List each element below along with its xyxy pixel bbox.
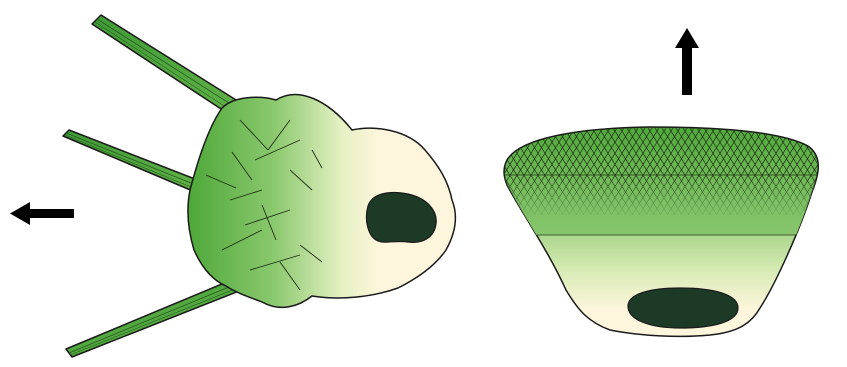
- right-cell-nucleus: [628, 288, 738, 328]
- hatch-line: [832, 120, 847, 215]
- up-arrow-icon: [675, 28, 699, 95]
- left-arrow-icon: [10, 202, 74, 225]
- hatch-line: [447, 120, 507, 215]
- hatch-fade: [490, 175, 830, 235]
- hatch-line: [818, 120, 847, 215]
- left-cell: [63, 15, 455, 357]
- hatch-line: [825, 120, 847, 215]
- hatch-line: [839, 120, 847, 215]
- hatch-line: [450, 120, 510, 215]
